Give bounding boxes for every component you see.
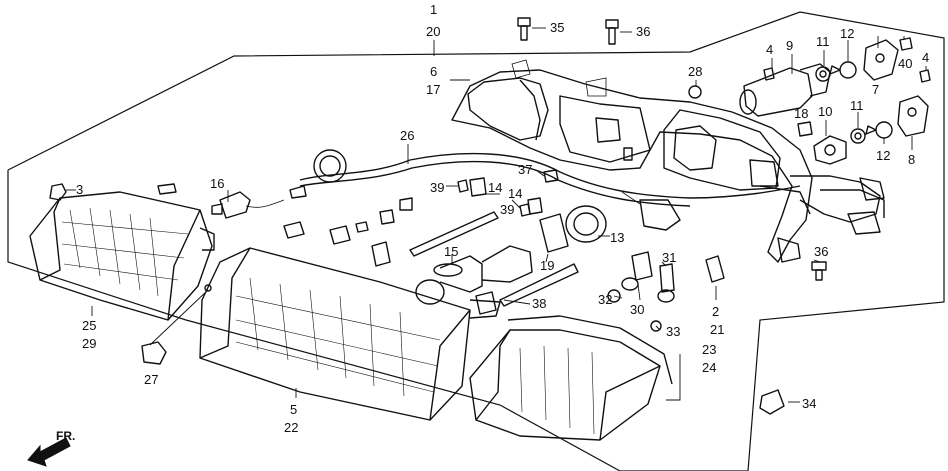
wiring-harness <box>289 149 801 231</box>
callout-27: 27 <box>144 372 158 387</box>
clip-18 <box>797 121 813 137</box>
marker-bulb-31 <box>657 263 675 303</box>
washer-11-lower <box>850 128 866 144</box>
bracket-2 <box>705 255 725 283</box>
callout-40: 40 <box>898 56 912 71</box>
connector-16 <box>211 191 285 219</box>
callout-31: 31 <box>662 250 676 265</box>
callout-8: 8 <box>908 152 915 167</box>
grommet-34 <box>759 389 785 415</box>
callout-30: 30 <box>630 302 644 317</box>
callout-22: 22 <box>284 420 298 435</box>
callout-3: 3 <box>76 182 83 197</box>
headlight-bulb <box>433 245 533 293</box>
callout-21: 21 <box>710 322 724 337</box>
callout-18: 18 <box>794 106 808 121</box>
bracket-8 <box>897 95 929 137</box>
callout-9: 9 <box>786 38 793 53</box>
callout-25: 25 <box>82 318 96 333</box>
wire-27 <box>149 289 209 346</box>
clip-top-left <box>157 183 177 195</box>
callout-1: 1 <box>430 2 437 17</box>
callout-4-right: 4 <box>922 50 929 65</box>
callout-12-top: 12 <box>840 26 854 41</box>
washer-11-top <box>815 66 831 82</box>
callout-33: 33 <box>666 324 680 339</box>
socket-12-top <box>829 61 857 79</box>
callout-34: 34 <box>802 396 816 411</box>
callout-36-top: 36 <box>636 24 650 39</box>
headlight-mounting-bracket <box>451 59 885 263</box>
screw-4-top <box>763 67 775 81</box>
screw-39a <box>457 179 469 193</box>
callout-11-lower: 11 <box>850 98 864 113</box>
left-headlight <box>29 191 215 321</box>
adjuster-motor <box>813 135 847 165</box>
bolt-35 <box>517 17 531 41</box>
clip-40 <box>899 37 913 51</box>
callout-39-b: 39 <box>500 202 514 217</box>
callout-19: 19 <box>540 258 554 273</box>
callout-23: 23 <box>702 342 716 357</box>
clip-37 <box>543 169 559 183</box>
callout-16: 16 <box>210 176 224 191</box>
callout-2: 2 <box>712 304 719 319</box>
adjuster-screw-38 <box>499 263 579 307</box>
callout-17: 17 <box>426 82 440 97</box>
bulb-seal-ring <box>415 279 445 305</box>
callout-6: 6 <box>430 64 437 79</box>
callout-5: 5 <box>290 402 297 417</box>
bolt-36-right <box>811 261 827 281</box>
callout-36-right: 36 <box>814 244 828 259</box>
bracket-7 <box>863 39 899 81</box>
washer-33 <box>650 320 662 332</box>
assembly-boundary <box>7 11 945 471</box>
bolt-36-top <box>605 19 619 45</box>
clip-14a <box>469 177 487 197</box>
callout-28: 28 <box>688 64 702 79</box>
socket-cover-13 <box>565 205 607 243</box>
corner-light <box>469 315 673 441</box>
callout-10: 10 <box>818 104 832 119</box>
nut-3 <box>49 183 67 201</box>
callout-29: 29 <box>82 336 96 351</box>
callout-7: 7 <box>872 82 879 97</box>
callout-37: 37 <box>518 162 532 177</box>
screw-39b <box>519 203 531 217</box>
callout-39-a: 39 <box>430 180 444 195</box>
callout-20: 20 <box>426 24 440 39</box>
direction-label: FR. <box>56 429 75 443</box>
nut-28 <box>688 85 702 99</box>
callout-4-top: 4 <box>766 42 773 57</box>
small-clips-cluster <box>283 197 497 315</box>
callout-11-top: 11 <box>816 34 830 49</box>
callout-24: 24 <box>702 360 716 375</box>
callout-26: 26 <box>400 128 414 143</box>
marker-socket-30 <box>621 251 653 291</box>
front-direction-arrow <box>27 437 71 467</box>
washer-32 <box>607 289 621 303</box>
adjuster-rod <box>409 211 499 257</box>
main-headlight <box>199 247 501 421</box>
callout-15: 15 <box>444 244 458 259</box>
callout-32: 32 <box>598 292 612 307</box>
callout-13: 13 <box>610 230 624 245</box>
socket-12-lower <box>865 121 893 139</box>
callout-38: 38 <box>532 296 546 311</box>
callout-14-b: 14 <box>508 186 522 201</box>
socket-27 <box>141 341 167 365</box>
callout-12-lower: 12 <box>876 148 890 163</box>
leader-lines <box>66 27 927 403</box>
screw-4-right <box>919 69 931 83</box>
callout-35: 35 <box>550 20 564 35</box>
gasket-19 <box>539 213 569 253</box>
callout-14-a: 14 <box>488 180 502 195</box>
